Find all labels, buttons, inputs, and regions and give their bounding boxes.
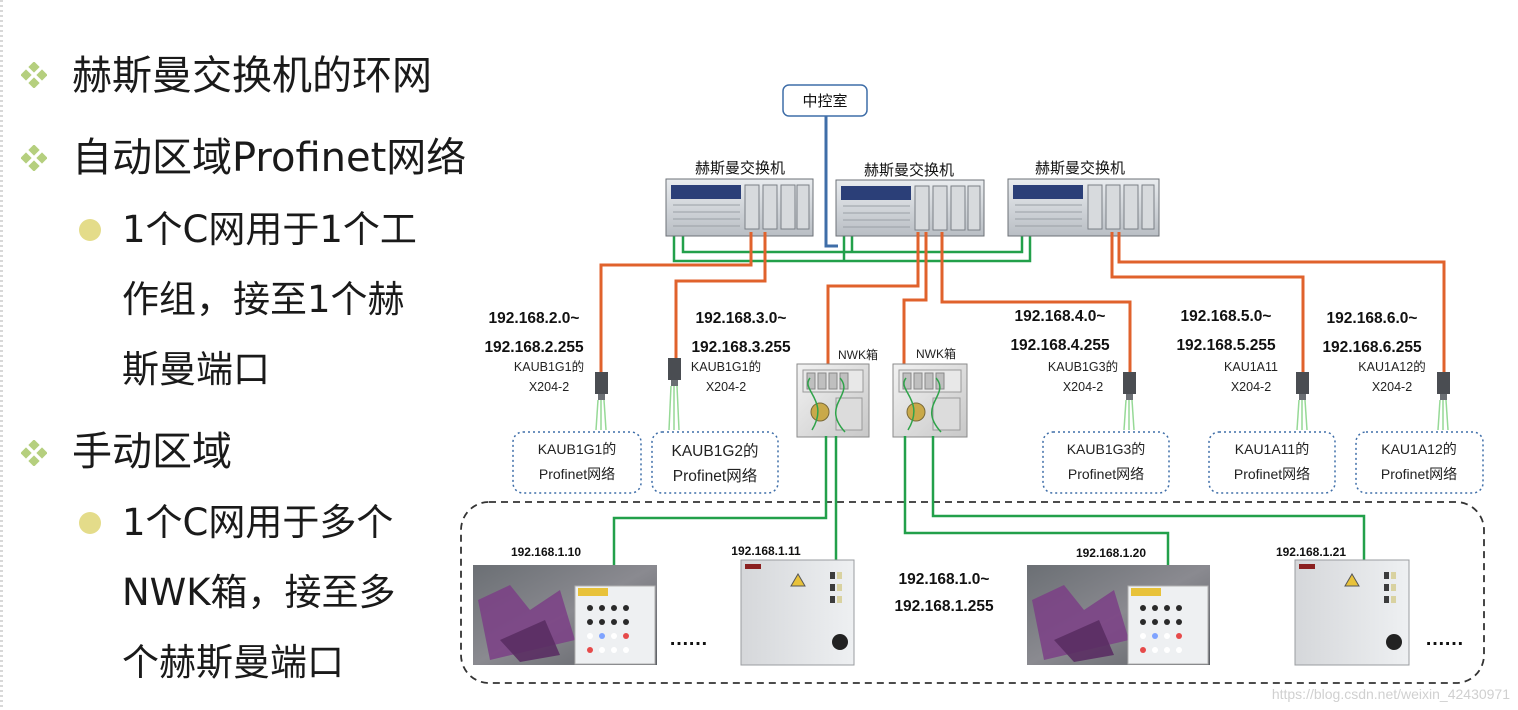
profinet-uplinks [599, 232, 1446, 375]
network-label: KAU1A11的 [1235, 441, 1309, 457]
ip-range-end: 192.168.5.255 [1176, 337, 1276, 354]
subnet-4: 192.168.5.0~ 192.168.5.255 KAU1A11 X204-… [1176, 308, 1336, 494]
device-ip: 192.168.1.21 [1276, 545, 1346, 559]
port-label: KAUB1G1的 [514, 359, 584, 374]
profinet-network-box [512, 431, 642, 494]
ip-range-end: 192.168.6.255 [1322, 339, 1422, 356]
sub-bullet-line: 个赫斯曼端口 [122, 641, 344, 684]
profinet-network-box [1208, 431, 1336, 494]
diamond-bullet-icon [21, 145, 47, 171]
control-cabinet-1 [740, 559, 855, 666]
hirschmann-switch-1: 赫斯曼交换机 [665, 159, 814, 237]
sub-bullet-line: 1个C网用于1个工 [122, 208, 417, 251]
ip-range-start: 192.168.3.0~ [696, 310, 787, 327]
device-ip: 192.168.1.11 [731, 544, 801, 558]
network-label: KAU1A12的 [1381, 441, 1456, 457]
network-label: Profinet网络 [673, 467, 757, 485]
device-ip: 192.168.1.10 [511, 545, 581, 559]
sub-bullet-line: 斯曼端口 [122, 348, 270, 391]
workcell-photo-2 [1027, 565, 1210, 665]
diamond-bullet-icon [21, 440, 47, 466]
ip-range-start: 192.168.5.0~ [1181, 308, 1272, 325]
network-label: Profinet网络 [1068, 466, 1144, 482]
control-room-label: 中控室 [802, 92, 847, 110]
sub-bullet-line: NWK箱，接至多 [122, 571, 396, 614]
port-label: KAUB1G1的 [691, 359, 761, 374]
switch-label: 赫斯曼交换机 [1035, 159, 1125, 177]
bullet-hirschmann-ring: 赫斯曼交换机的环网 [72, 53, 432, 99]
manual-ip-range-end: 192.168.1.255 [894, 598, 994, 615]
profinet-network-box [1355, 431, 1484, 494]
network-label: Profinet网络 [539, 466, 615, 482]
ip-range-start: 192.168.4.0~ [1015, 308, 1106, 325]
subnet-2: 192.168.3.0~ 192.168.3.255 KAUB1G1的 X204… [651, 310, 791, 494]
network-label: Profinet网络 [1381, 466, 1457, 482]
control-cabinet-2 [1294, 559, 1410, 666]
bullet-auto-area: 自动区域Profinet网络 [72, 135, 467, 181]
port-label: X204-2 [1372, 380, 1412, 394]
profinet-network-box [651, 431, 779, 494]
port-label: X204-2 [529, 380, 569, 394]
bullet-list: 赫斯曼交换机的环网 自动区域Profinet网络 1个C网用于1个工 作组，接至… [0, 0, 520, 710]
hirschmann-switch-3: 赫斯曼交换机 [1007, 159, 1160, 237]
switch-label: 赫斯曼交换机 [864, 161, 954, 179]
network-label: Profinet网络 [1234, 466, 1310, 482]
manual-area-frame [460, 501, 1485, 684]
bullet-manual-area: 手动区域 [72, 429, 232, 475]
ellipsis: …… [669, 628, 707, 650]
sub-bullet-line: 1个C网用于多个 [122, 501, 394, 544]
port-label: X204-2 [1063, 380, 1103, 394]
subnet-1: 192.168.2.0~ 192.168.2.255 KAUB1G1的 X204… [484, 310, 642, 494]
slide-left-border [0, 0, 3, 710]
watermark: https://blog.csdn.net/weixin_42430971 [1271, 686, 1510, 702]
nwk-box-1: NWK箱 [796, 347, 878, 438]
port-label: KAU1A11 [1224, 360, 1278, 374]
network-label: KAUB1G1的 [538, 441, 617, 457]
sub-bullet-line: 作组，接至1个赫 [122, 278, 405, 321]
subnet-5: 192.168.6.0~ 192.168.6.255 KAU1A12的 X204… [1322, 310, 1484, 494]
nwk-box-2: NWK箱 [892, 346, 968, 438]
switch-ring [672, 235, 1032, 263]
control-room-link [824, 116, 838, 248]
diamond-bullet-icon [21, 62, 47, 88]
port-label: X204-2 [1231, 380, 1271, 394]
ip-range-start: 192.168.2.0~ [489, 310, 580, 327]
round-bullet-icon [79, 512, 101, 534]
ellipsis: …… [1425, 628, 1463, 650]
ip-range-start: 192.168.6.0~ [1327, 310, 1418, 327]
port-label: KAU1A12的 [1358, 359, 1425, 374]
round-bullet-icon [79, 219, 101, 241]
hirschmann-switch-2: 赫斯曼交换机 [835, 161, 985, 237]
workcell-photo-1 [473, 565, 657, 665]
ip-range-end: 192.168.2.255 [484, 339, 584, 356]
network-label: KAUB1G2的 [671, 442, 758, 460]
nwk-label: NWK箱 [916, 346, 956, 361]
profinet-network-box [1042, 431, 1170, 494]
nwk-label: NWK箱 [838, 347, 878, 362]
device-ip: 192.168.1.20 [1076, 546, 1146, 560]
ip-range-end: 192.168.3.255 [691, 339, 791, 356]
profinet-connectors [595, 358, 1450, 431]
manual-ip-range-start: 192.168.1.0~ [899, 571, 990, 588]
port-label: KAUB1G3的 [1048, 359, 1118, 374]
switch-label: 赫斯曼交换机 [695, 159, 785, 177]
port-label: X204-2 [706, 380, 746, 394]
network-label: KAUB1G3的 [1067, 441, 1146, 457]
ip-range-end: 192.168.4.255 [1010, 337, 1110, 354]
subnet-3: 192.168.4.0~ 192.168.4.255 KAUB1G3的 X204… [1010, 308, 1170, 494]
